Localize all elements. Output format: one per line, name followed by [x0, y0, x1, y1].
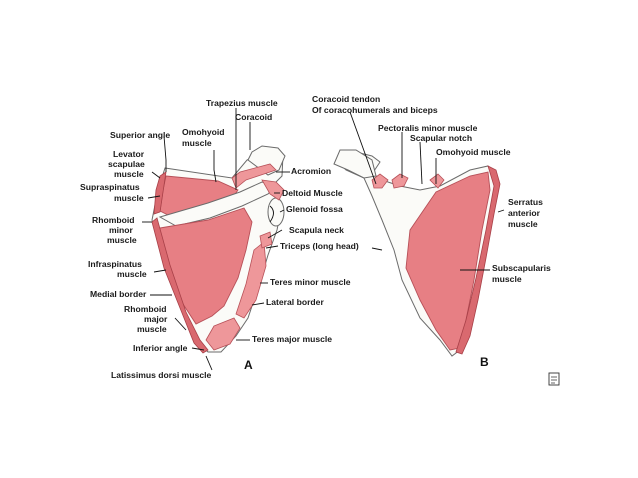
- coracoid-tendon-marker: [371, 173, 389, 189]
- scapula-anterior-view: [333, 149, 501, 357]
- label-superior-angle: Superior angle: [110, 130, 170, 140]
- label-medial-border: Medial border: [90, 289, 147, 299]
- label-rhomboid-minor-2: minor: [109, 225, 134, 235]
- label-scapula-neck: Scapula neck: [289, 225, 344, 235]
- label-levator-2: scapulae: [108, 159, 145, 169]
- label-omohyoid-2: muscle: [182, 138, 212, 148]
- label-glenoid: Glenoid fossa: [286, 204, 343, 214]
- omohyoid-marker: [429, 173, 445, 189]
- deltoid-stripe: [261, 179, 285, 201]
- scapula-posterior-view: [151, 145, 286, 354]
- label-levator-3: muscle: [114, 169, 144, 179]
- label-rhomboid-major-3: muscle: [137, 324, 167, 334]
- pectoralis-minor-tendon: [391, 173, 409, 189]
- subscapularis-muscle: [405, 171, 491, 351]
- label-rhomboid-major-2: major: [144, 314, 168, 324]
- label-serratus-1: Serratus: [508, 197, 543, 207]
- teres-major-muscle: [205, 317, 241, 351]
- labels-panel-a: Trapezius muscle Coracoid Superior angle…: [80, 98, 359, 380]
- label-coracoid: Coracoid: [235, 112, 272, 122]
- leader-lines: [142, 108, 505, 371]
- label-teres-minor: Teres minor muscle: [270, 277, 351, 287]
- label-levator-1: Levator: [113, 149, 145, 159]
- coracoid-bone-b: [333, 149, 377, 179]
- label-deltoid: Deltoid Muscle: [282, 188, 343, 198]
- label-subscapularis-1: Subscapularis: [492, 263, 551, 273]
- label-latissimus: Latissimus dorsi muscle: [111, 370, 212, 380]
- label-serratus-3: muscle: [508, 219, 538, 229]
- label-omohyoid-1: Omohyoid: [182, 127, 225, 137]
- label-infraspinatus-1: Infraspinatus: [88, 259, 142, 269]
- coracoid-bone-a: [247, 145, 286, 176]
- label-subscapularis-2: muscle: [492, 274, 522, 284]
- label-rhomboid-minor-1: Rhomboid: [92, 215, 134, 225]
- panel-label-a: A: [244, 358, 253, 372]
- label-teres-major: Teres major muscle: [252, 334, 332, 344]
- panel-label-b: B: [480, 355, 489, 369]
- label-coracoid-tendon-2: Of coracohumerals and biceps: [312, 105, 438, 115]
- label-rhomboid-major-1: Rhomboid: [124, 304, 166, 314]
- rhomboid-strip: [151, 217, 209, 354]
- label-coracoid-tendon-1: Coracoid tendon: [312, 94, 380, 104]
- serratus-strip: [455, 165, 501, 355]
- label-supraspinatus-2: muscle: [114, 193, 144, 203]
- labels-panel-b: Coracoid tendon Of coracohumerals and bi…: [312, 94, 551, 369]
- label-trapezius: Trapezius muscle: [206, 98, 278, 108]
- label-serratus-2: anterior: [508, 208, 541, 218]
- label-omohyoid-b: Omohyoid muscle: [436, 147, 511, 157]
- label-inferior-angle: Inferior angle: [133, 343, 188, 353]
- triceps-origin: [259, 231, 273, 249]
- label-rhomboid-minor-3: muscle: [107, 235, 137, 245]
- label-lateral-border: Lateral border: [266, 297, 324, 307]
- label-acromion: Acromion: [291, 166, 331, 176]
- label-triceps: Triceps (long head): [280, 241, 359, 251]
- label-supraspinatus-1: Supraspinatus: [80, 182, 140, 192]
- label-scapular-notch: Scapular notch: [410, 133, 472, 143]
- levator-strip: [153, 171, 167, 215]
- page-corner-icon: [548, 372, 560, 386]
- label-pectoralis-minor: Pectoralis minor muscle: [378, 123, 478, 133]
- label-infraspinatus-2: muscle: [117, 269, 147, 279]
